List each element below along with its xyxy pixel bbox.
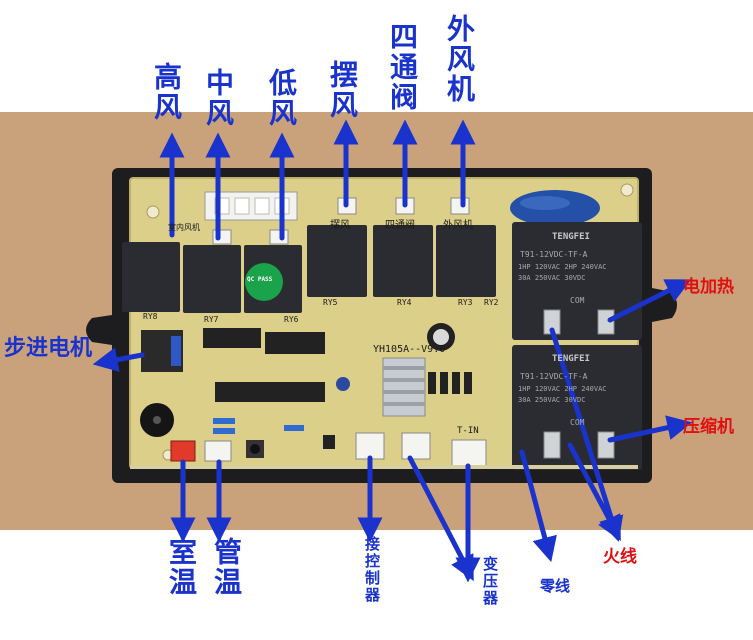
relay-ry8 <box>122 242 180 312</box>
silk-relay-ry8: RY8 <box>143 312 158 321</box>
label-swing: 摆风 <box>326 60 359 120</box>
arrow-neutral <box>519 449 557 563</box>
relay-ry5 <box>307 225 367 297</box>
ic-chip <box>203 328 261 348</box>
ic-chip <box>265 332 325 354</box>
arrow-heater <box>607 279 692 323</box>
label-pipe-temp: 管温 <box>210 537 243 597</box>
silk-relay-ry3: RY3 <box>458 298 473 307</box>
pipe-temp-connector <box>204 440 232 462</box>
relay-rating-1a: 1HP 120VAC 2HP 240VAC <box>518 263 607 271</box>
mount-hole <box>620 183 634 197</box>
silk-relay-ry7: RY7 <box>204 315 219 324</box>
arrow-compressor <box>607 415 693 443</box>
label-neutral-wire: 零线 <box>540 577 571 595</box>
qc-pass-text: QC PASS <box>247 276 273 283</box>
relay-model-1: T91-12VDC-TF-A <box>520 250 588 259</box>
label-four-way-valve: 四通阀 <box>386 22 419 112</box>
relay-rating-1b: 30A 250VAC 30VDC <box>518 274 586 282</box>
silk-relay-ry2: RY2 <box>484 298 499 307</box>
label-mid-fan: 中风 <box>202 68 235 128</box>
relay-ry3 <box>436 225 496 297</box>
relay-rating-2b: 30A 250VAC 30VDC <box>518 396 586 404</box>
silk-tin: T-IN <box>457 426 479 436</box>
label-outdoor-fan: 外风机 <box>443 14 476 104</box>
arrow-transformer-a <box>407 455 474 582</box>
silk-four-way: 四通阀 <box>385 220 415 231</box>
label-high-fan: 高风 <box>150 62 183 122</box>
label-live-wire: 火线 <box>603 547 637 567</box>
label-compressor: 压缩机 <box>683 417 734 437</box>
controller-connector <box>355 432 385 460</box>
relay-ry4 <box>373 225 433 297</box>
label-controller: 接控制器 <box>363 536 381 604</box>
relay-rating-2a: 1HP 120VAC 2HP 240VAC <box>518 385 607 393</box>
relay-com-1: COM <box>570 296 585 305</box>
ic-chip <box>215 382 325 402</box>
silk-indoor-fan: 室内风机 <box>168 223 200 232</box>
mount-hole <box>146 205 160 219</box>
label-room-temp: 室温 <box>165 537 198 597</box>
silk-relay-ry6: RY6 <box>284 315 299 324</box>
relay-ry7 <box>183 245 241 313</box>
board-model-silk: YH105A--V9.0 <box>373 344 446 355</box>
relay-brand-1: TENGFEI <box>552 232 590 242</box>
arrow-stepper <box>92 347 145 372</box>
terminal <box>597 309 615 335</box>
qc-pass-sticker <box>245 263 283 301</box>
electrolytic-capacitor <box>336 377 350 391</box>
relay-brand-2: TENGFEI <box>552 354 590 364</box>
silk-relay-ry5: RY5 <box>323 298 338 307</box>
room-temp-connector <box>170 440 196 462</box>
relay-com-2: COM <box>570 418 585 427</box>
label-stepper-motor: 步进电机 <box>4 336 93 361</box>
arrow-live-b <box>567 442 621 542</box>
transformer-connector-a <box>401 432 431 460</box>
terminal <box>543 431 561 459</box>
label-transformer: 变压器 <box>481 556 499 607</box>
relay-model-2: T91-12VDC-TF-A <box>520 372 588 381</box>
label-electric-heat: 电加热 <box>683 277 734 297</box>
silk-outdoor: 外风机 <box>443 220 473 231</box>
transformer-connector-b <box>451 439 487 467</box>
terminal <box>597 431 615 459</box>
silk-swing: 摆风 <box>330 220 350 231</box>
case-mount-left <box>86 315 112 345</box>
arrow-live-a <box>549 327 624 542</box>
label-low-fan: 低风 <box>265 68 298 128</box>
silk-relay-ry4: RY4 <box>397 298 412 307</box>
